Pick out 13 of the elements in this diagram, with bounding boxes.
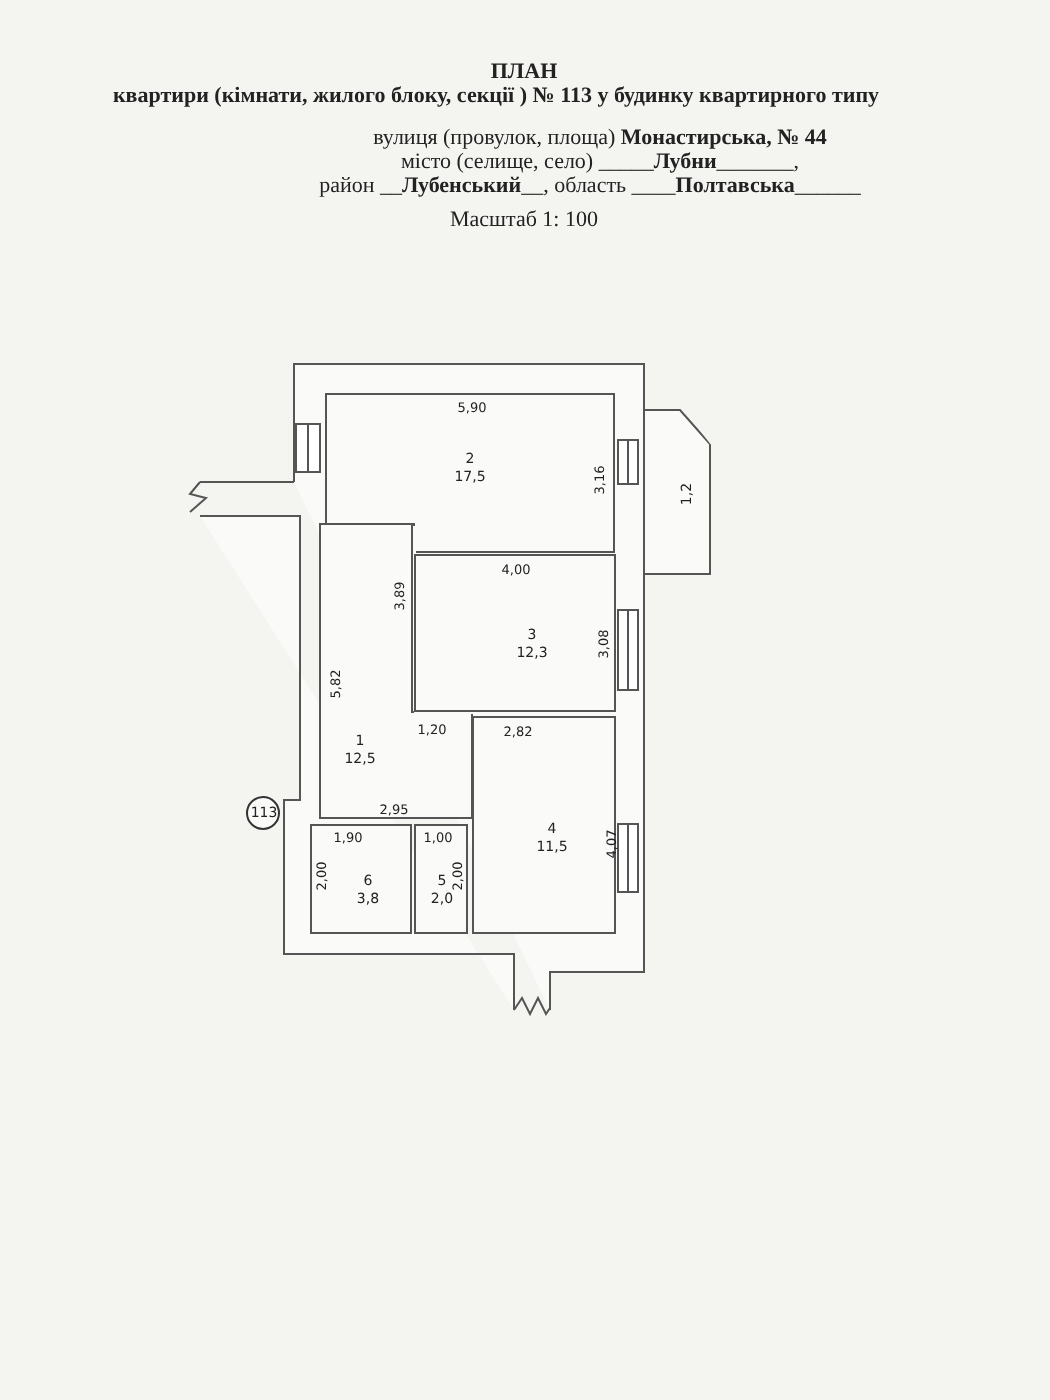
plan-title: ПЛАН (490, 60, 558, 84)
address-line: вулиця (провулок, площа) Монастирська, № 44 (373, 126, 827, 150)
room (472, 716, 616, 934)
address-line: місто (селище, село) _____Лубни_______, (400, 150, 800, 174)
room (414, 824, 468, 934)
room (320, 524, 474, 820)
callout-circle (246, 796, 280, 830)
address-line: район __Лубенський__, область ____Полтавська______ (319, 174, 861, 198)
plan-heading: квартири (кімнати, жилого блоку, секції ) № 113 у будинку квартирного типу (112, 84, 880, 108)
room (326, 394, 616, 554)
scale-note: Масштаб 1: 100 (450, 208, 598, 232)
room (414, 554, 616, 712)
room (310, 824, 412, 934)
